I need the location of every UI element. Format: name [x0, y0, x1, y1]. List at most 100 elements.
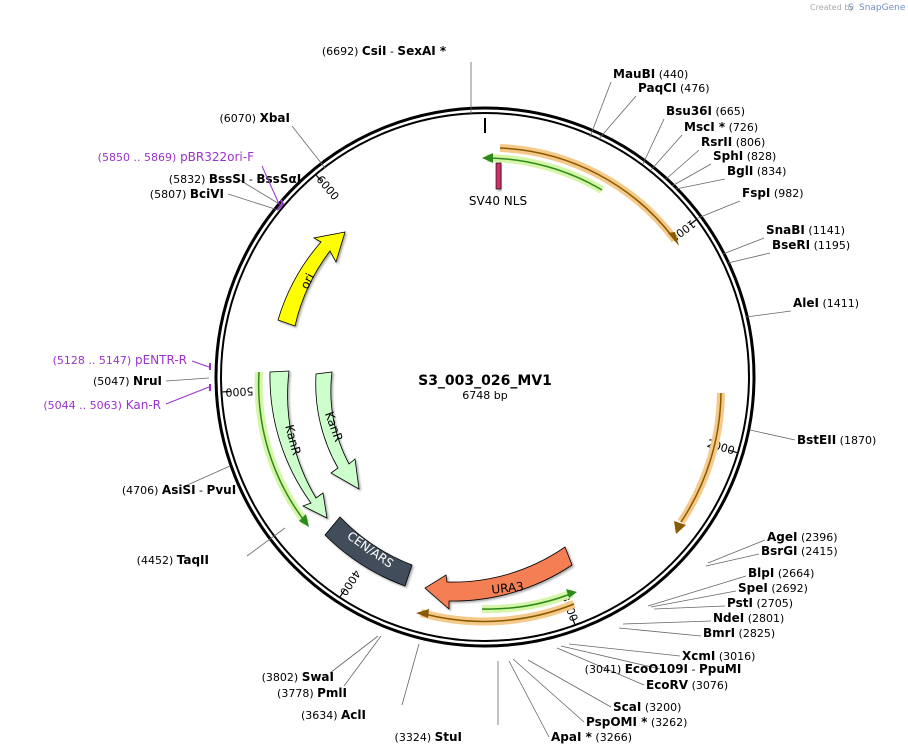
- site-label-ecoo109i: (3041) EcoO109I - PpuMI: [585, 662, 742, 676]
- site-label-rsrii: RsrII (806): [701, 135, 765, 149]
- site-label-bsteii: BstEII (1870): [797, 433, 876, 447]
- primer-leader: [261, 165, 280, 205]
- site-leader: [329, 635, 379, 674]
- site-label-csii: (6692) CsiI - SexAI *: [322, 44, 447, 58]
- tick-label: 5000: [225, 384, 254, 399]
- site-leader: [246, 527, 286, 557]
- site-leader: [653, 605, 726, 610]
- site-leader: [671, 163, 712, 187]
- credit-brand: SnapGene: [859, 3, 906, 13]
- site-label-bsssi: (5832) BssSI - BssSαI: [169, 172, 301, 186]
- tick-6000: [315, 174, 322, 182]
- site-label-ecorv: EcoRV (3076): [646, 678, 728, 692]
- site-label-asisi: (4706) AsiSI - PvuI: [122, 483, 236, 497]
- orf-arc-2: [674, 392, 725, 534]
- site-label-psti: PstI (2705): [727, 596, 793, 610]
- site-labels: (6692) CsiI - SexAI * MauBI (440)PaqCI (4…: [93, 44, 876, 744]
- site-leader: [343, 635, 382, 687]
- site-leader: [291, 125, 326, 169]
- green-arc-2: [254, 371, 310, 527]
- green-arc-1: [482, 153, 605, 194]
- tick-1000: [689, 219, 697, 226]
- site-leader: [642, 118, 665, 165]
- primer-leader: [191, 360, 210, 368]
- site-leader: [650, 134, 683, 171]
- plasmid-name: S3_003_026_MV1: [418, 373, 552, 389]
- site-leader: [697, 200, 741, 219]
- site-leader: [707, 539, 766, 564]
- feature-label-ura3: URA3: [491, 579, 525, 596]
- site-leader: [647, 575, 747, 607]
- site-leader: [722, 237, 765, 255]
- primer-label-pbr322ori-f: (5850 .. 5869) pBR322ori-F: [98, 150, 254, 164]
- site-leader: [556, 647, 645, 686]
- site-label-apai: ApaI * (3266): [551, 730, 632, 744]
- site-label-bgli: BglI (834): [727, 164, 786, 178]
- site-label-xbai: (6070) XbaI: [220, 111, 290, 125]
- primer-labels: (5850 .. 5869) pBR322ori-F (5128 .. 5147)…: [43, 150, 280, 412]
- site-label-paqci: PaqCI (476): [638, 81, 710, 95]
- site-leader: [237, 178, 282, 206]
- site-label-msci: MscI * (726): [684, 120, 758, 134]
- site-leader: [401, 643, 420, 706]
- site-leader: [618, 627, 702, 637]
- snapgene-logo-icon: S: [848, 3, 854, 13]
- green-arc-3: [481, 589, 577, 614]
- credit-text: Created by: [810, 3, 854, 12]
- site-leader: [560, 645, 661, 670]
- feature-kanr-1: [269, 370, 328, 519]
- tick-3000: [571, 616, 576, 625]
- site-leader: [568, 643, 681, 657]
- site-label-ndei: NdeI (2801): [713, 611, 784, 625]
- site-label-agei: AgeI (2396): [767, 530, 838, 544]
- site-label-acli: (3634) AclI: [301, 708, 366, 722]
- site-leader: [749, 429, 796, 441]
- site-label-bcivi: (5807) BciVI: [150, 187, 224, 201]
- site-leader: [589, 81, 612, 138]
- site-label-blpi: BlpI (2664): [748, 566, 814, 580]
- primer-label-pentr-r: (5128 .. 5147) pENTR-R: [53, 353, 187, 367]
- plasmid-length: 6748 bp: [462, 389, 507, 402]
- site-label-spei: SpeI (2692): [738, 581, 808, 595]
- tick-4000: [339, 589, 346, 597]
- feature-label-ori: ori: [298, 271, 318, 291]
- site-label-swai: (3802) SwaI: [262, 670, 334, 684]
- site-label-bmri: BmrI (2825): [703, 626, 775, 640]
- tick-label: 6000: [314, 173, 342, 203]
- site-label-pmli: (3778) PmlI: [277, 686, 347, 700]
- site-label-maubi: MauBI (440): [613, 67, 688, 81]
- site-label-pspomi: PspOMI * (3262): [586, 715, 687, 729]
- primer-mark-pbr322ori-f: [276, 199, 285, 211]
- site-label-taqii: (4452) TaqII: [137, 553, 209, 567]
- site-leader: [675, 178, 726, 190]
- site-leader: [622, 620, 712, 625]
- site-leader: [165, 377, 210, 382]
- feature-sv40-nls: [495, 162, 502, 190]
- site-leader: [727, 252, 771, 264]
- primer-leader: [165, 386, 210, 405]
- site-label-fspi: FspI (982): [742, 186, 804, 200]
- orf-arc-3: [416, 600, 576, 626]
- site-leader: [508, 660, 550, 738]
- feature-kanr-2: [315, 371, 360, 490]
- site-leader: [182, 465, 231, 488]
- feature-ori: [277, 231, 346, 327]
- backbone-inner: [220, 112, 750, 642]
- site-leader: [664, 149, 700, 181]
- primer-label-kan-r: (5044 .. 5063) Kan-R: [43, 398, 161, 412]
- site-label-alei: AleI (1411): [793, 296, 859, 310]
- tick-label: 4000: [337, 567, 363, 598]
- site-label-bsu36i: Bsu36I (665): [666, 104, 745, 118]
- site-leader: [705, 553, 760, 567]
- site-label-snabi: SnaBI (1141): [766, 223, 845, 237]
- site-leader: [527, 659, 612, 708]
- site-leader: [650, 590, 737, 608]
- site-label-scai: ScaI (3200): [613, 700, 681, 714]
- site-label-stui: (3324) StuI: [395, 730, 462, 744]
- backbone-outer: [214, 106, 756, 648]
- site-leader-lines: [165, 62, 796, 738]
- feature-cen-ars: [324, 516, 413, 587]
- orf-arc-1: [499, 144, 679, 246]
- feature-label-sv40-nls: SV40 NLS: [469, 194, 527, 208]
